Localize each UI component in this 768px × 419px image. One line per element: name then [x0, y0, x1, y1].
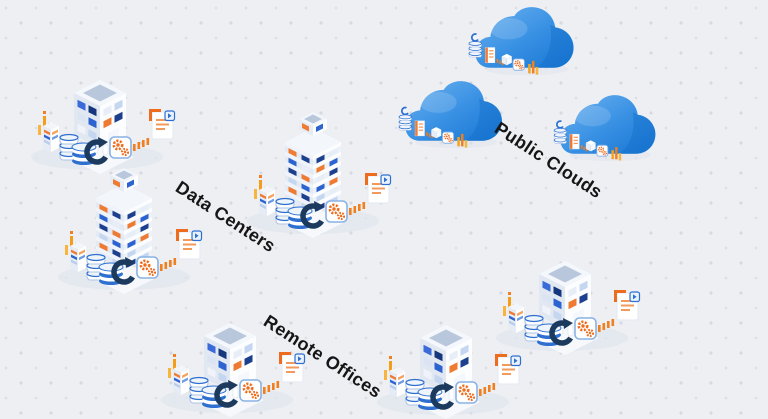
data-center-building-3 [247, 112, 391, 238]
remote-office-building-3 [496, 261, 640, 355]
public-cloud-2 [398, 80, 503, 150]
data-center-building-1 [31, 80, 175, 174]
public-cloud-3 [553, 94, 657, 162]
public-cloud-1 [468, 6, 575, 77]
